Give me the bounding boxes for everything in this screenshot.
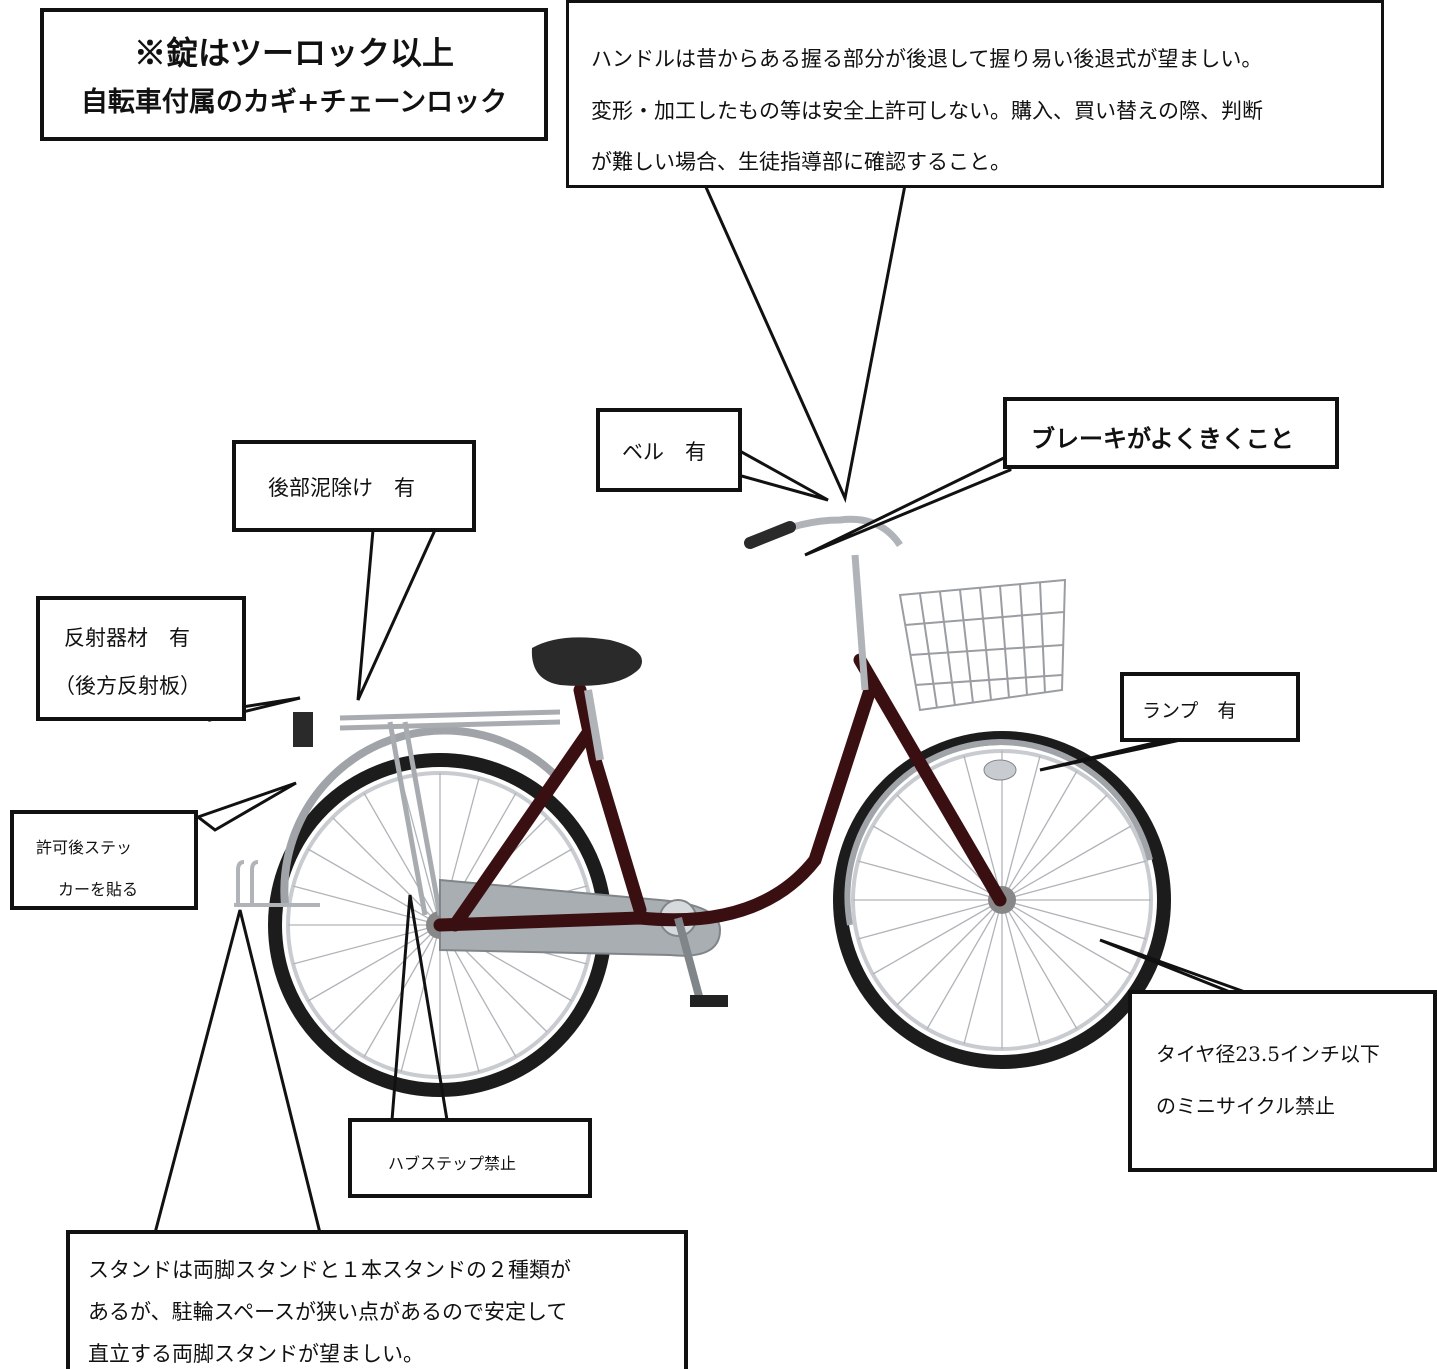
front-basket (898, 578, 1067, 712)
kickstand (234, 860, 320, 907)
stand-note-line1: スタンドは両脚スタンドと１本スタンドの２種類が (88, 1258, 571, 1282)
mudguard-label: 後部泥除け 有 (268, 476, 415, 500)
lock-requirement-title: ※錠はツーロック以上 (133, 34, 454, 72)
bicycle-frame (433, 653, 1007, 932)
handle-note-line1: ハンドルは昔からある握る部分が後退して握り易い後退式が望ましい。 (591, 47, 1263, 71)
front-wheel (833, 731, 1171, 1069)
tire-label-line2: のミニサイクル禁止 (1156, 1094, 1335, 1118)
lamp-label: ランプ 有 (1142, 700, 1237, 722)
stand-note-line3: 直立する両脚スタンドが望ましい。 (88, 1342, 424, 1366)
reflector-label-line2: （後方反射板） (54, 674, 201, 698)
callout-pointers (153, 184, 1246, 1234)
handle-note-line3: が難しい場合、生徒指導部に確認すること。 (591, 150, 1011, 174)
reflector-label-box: 反射器材 有 （後方反射板） (36, 596, 246, 721)
mudguard-label-box: 後部泥除け 有 (232, 440, 476, 532)
sticker-label-line1: 許可後ステッ (36, 838, 133, 857)
lock-requirement-detail: 自転車付属のカギ+チェーンロック (80, 87, 508, 118)
sticker-label-line2: カーを貼る (58, 880, 139, 899)
bell-label: ベル 有 (622, 440, 706, 464)
reflector-label-line1: 反射器材 有 (64, 626, 190, 650)
rear-rack (339, 709, 561, 916)
front-fender (844, 738, 1153, 926)
lamp-label-box: ランプ 有 (1120, 672, 1300, 742)
bell-label-box: ベル 有 (596, 408, 742, 492)
brake-label: ブレーキがよくきくこと (1031, 424, 1294, 453)
tire-label-line1: タイヤ径23.5インチ以下 (1156, 1042, 1380, 1066)
front-lamp (983, 759, 1017, 781)
handle-note-line2: 変形・加工したもの等は安全上許可しない。購入、買い替えの際、判断 (591, 99, 1263, 123)
brake-label-box: ブレーキがよくきくこと (1003, 397, 1339, 469)
rear-fender (280, 726, 563, 906)
stand-note-box: スタンドは両脚スタンドと１本スタンドの２種類が あるが、駐輪スペースが狭い点があ… (66, 1230, 688, 1369)
hubstep-label-box: ハブステップ禁止 (348, 1118, 592, 1198)
stand-note-line2: あるが、駐輪スペースが狭い点があるので安定して (88, 1300, 568, 1324)
lock-requirement-box: ※錠はツーロック以上 自転車付属のカギ+チェーンロック (40, 8, 548, 141)
tire-label-box: タイヤ径23.5インチ以下 のミニサイクル禁止 (1128, 990, 1437, 1172)
sticker-label-box: 許可後ステッ カーを貼る (10, 810, 198, 910)
saddle (531, 637, 642, 686)
hubstep-label: ハブステップ禁止 (388, 1154, 517, 1173)
handle-note-box: ハンドルは昔からある握る部分が後退して握り易い後退式が望ましい。 変形・加工した… (566, 0, 1384, 188)
